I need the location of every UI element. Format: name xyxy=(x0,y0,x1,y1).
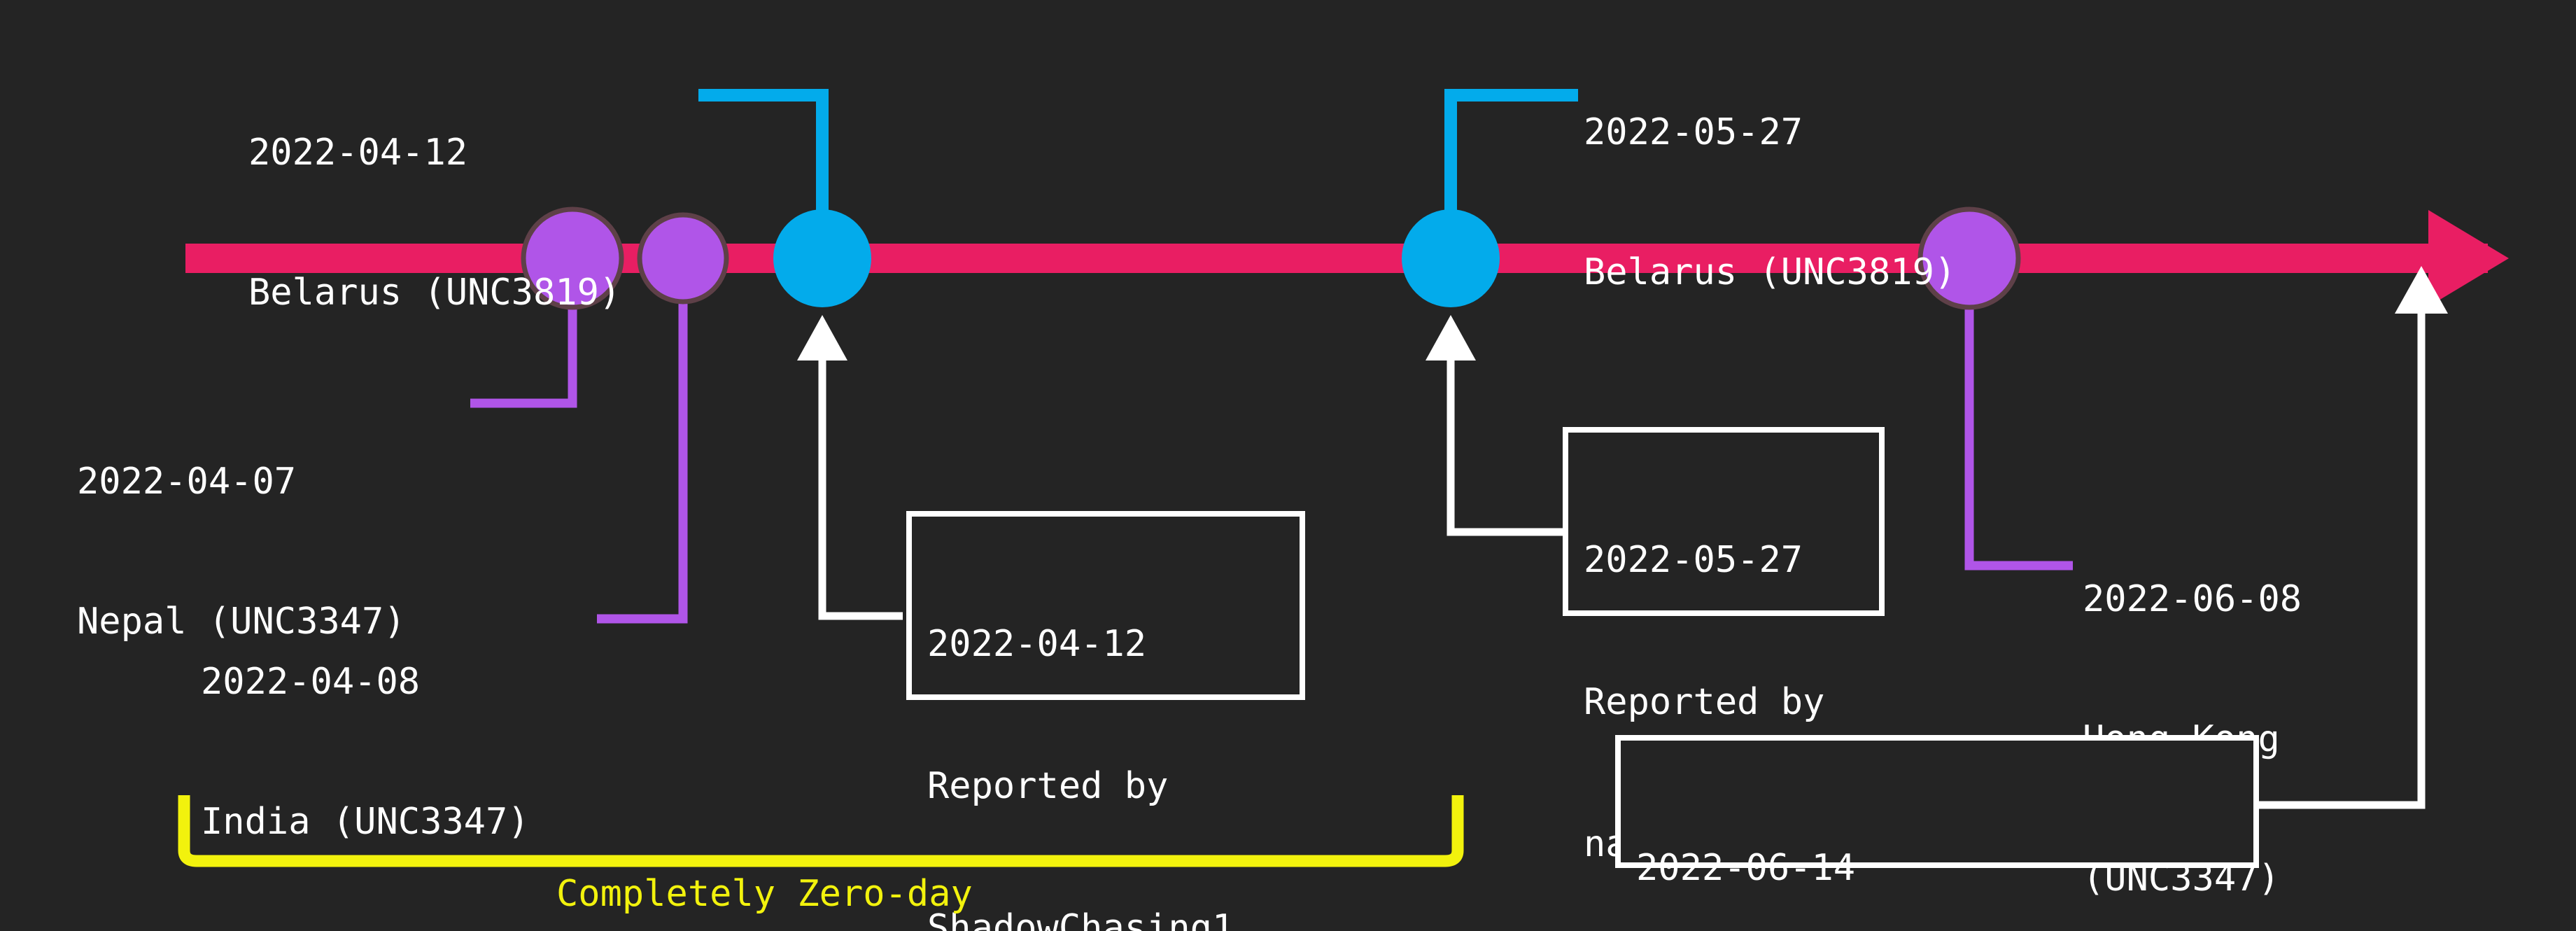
label-belarus-april-place: Belarus (UNC3819) xyxy=(248,271,621,314)
timeline-marker-hongkong[interactable] xyxy=(1917,206,2021,310)
connector-belarus-apr xyxy=(698,89,829,224)
callout-shadowchasing[interactable]: 2022-04-12 Reported by ShadowChasing1 xyxy=(906,511,1305,931)
label-belarus-may-place: Belarus (UNC3819) xyxy=(1584,251,1957,293)
callout-shadowchasing-date: 2022-04-12 xyxy=(927,623,1147,666)
connector-nepal xyxy=(470,301,577,408)
label-belarus-april: 2022-04-12 Belarus (UNC3819) xyxy=(248,36,621,409)
zero-day-caption: Completely Zero-day xyxy=(556,873,973,915)
connector-nepal-line xyxy=(470,301,577,408)
callout-naosec[interactable]: 2022-05-27 Reported by nao_sec xyxy=(1563,427,1885,865)
callout-naosec-line2: Reported by xyxy=(1584,680,1825,723)
timeline-marker-belarus-may[interactable] xyxy=(1402,209,1500,307)
label-nepal-date: 2022-04-07 xyxy=(77,461,297,503)
connector-belarus-may xyxy=(1444,89,1578,224)
connector-naosec xyxy=(1426,315,1563,536)
connector-hongkong xyxy=(1964,301,2073,570)
label-nepal-place: Nepal (UNC3347) xyxy=(77,600,406,643)
callout-patch-date: 2022-06-14 xyxy=(1636,847,1856,890)
connector-patch-arrowhead-icon xyxy=(2395,266,2448,314)
label-belarus-may-date: 2022-05-27 xyxy=(1584,111,1803,154)
connector-naosec-line xyxy=(1447,335,1563,536)
timeline-marker-belarus-apr[interactable] xyxy=(773,209,871,307)
connector-belarus-may-line xyxy=(1444,89,1578,224)
connector-naosec-arrowhead-icon xyxy=(1426,315,1476,360)
timeline-arrowhead-icon xyxy=(2428,210,2509,307)
connector-shadowchasing-arrowhead-icon xyxy=(797,315,847,360)
connector-shadowchasing xyxy=(797,315,903,620)
callout-microsoft-patch[interactable]: 2022-06-14 Microsoft Released patch xyxy=(1615,735,2259,889)
callout-naosec-date: 2022-05-27 xyxy=(1584,539,1803,582)
connector-patch-line xyxy=(2259,294,2426,809)
label-belarus-april-date: 2022-04-12 xyxy=(248,132,468,174)
zero-day-bracket xyxy=(178,795,1464,867)
label-india: 2022-04-08 India (UNC3347) xyxy=(201,566,530,931)
connector-belarus-apr-line xyxy=(698,89,829,224)
label-belarus-may: 2022-05-27 Belarus (UNC3819) xyxy=(1584,16,1956,388)
connector-shadowchasing-line xyxy=(818,335,903,620)
connector-patch xyxy=(2259,266,2448,809)
callout-shadowchasing-reporter: ShadowChasing1 xyxy=(927,906,1234,931)
label-hongkong-date: 2022-06-08 xyxy=(2083,578,2302,621)
connector-hongkong-line xyxy=(1964,301,2073,570)
label-india-date: 2022-04-08 xyxy=(201,661,421,704)
label-nepal: 2022-04-07 Nepal (UNC3347) xyxy=(77,365,406,738)
callout-shadowchasing-line2: Reported by xyxy=(927,764,1169,807)
connector-india-line xyxy=(597,301,688,624)
zero-day-bracket-shape xyxy=(178,795,1464,867)
label-india-place: India (UNC3347) xyxy=(201,800,530,843)
timeline-marker-nepal[interactable] xyxy=(521,206,624,310)
connector-india xyxy=(597,301,688,624)
timeline-marker-india[interactable] xyxy=(637,212,729,304)
